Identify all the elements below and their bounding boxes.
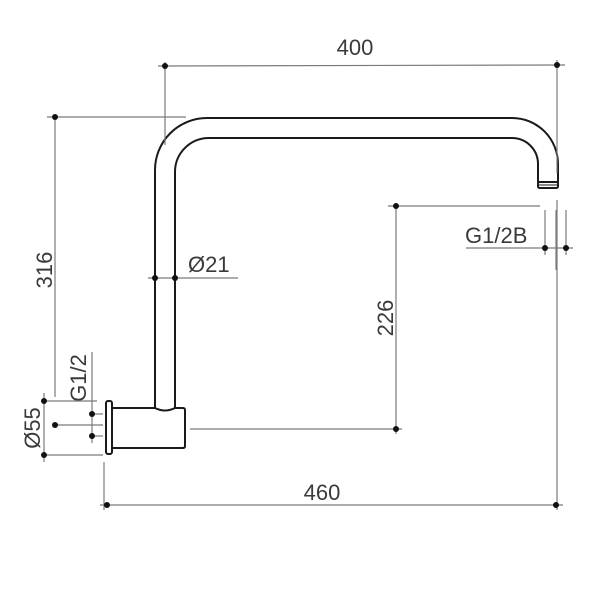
dimension-label-d55: Ø55 <box>20 407 45 449</box>
dimension-label-d21: Ø21 <box>188 252 230 277</box>
dimension-label-460: 460 <box>304 480 341 505</box>
dimension-label-316: 316 <box>32 252 57 289</box>
dimension-flange-diameter: Ø55 <box>20 393 103 462</box>
dimension-outlet-drop: 226 <box>190 203 540 434</box>
dimension-overall-height: 316 <box>32 114 186 397</box>
dimension-label-g12b: G1/2B <box>465 223 527 248</box>
dimension-label-400: 400 <box>337 35 374 60</box>
dimension-overall-projection: 460 <box>100 200 563 510</box>
shower-arm-outline <box>105 117 559 455</box>
dimension-top-width: 400 <box>157 35 566 173</box>
dimension-pipe-diameter: Ø21 <box>148 252 238 281</box>
dimension-label-226: 226 <box>373 300 398 337</box>
dimension-inlet-thread: G1/2 <box>66 352 103 443</box>
dimension-outlet-thread: G1/2B <box>465 210 573 270</box>
dimension-label-g12: G1/2 <box>66 354 91 402</box>
